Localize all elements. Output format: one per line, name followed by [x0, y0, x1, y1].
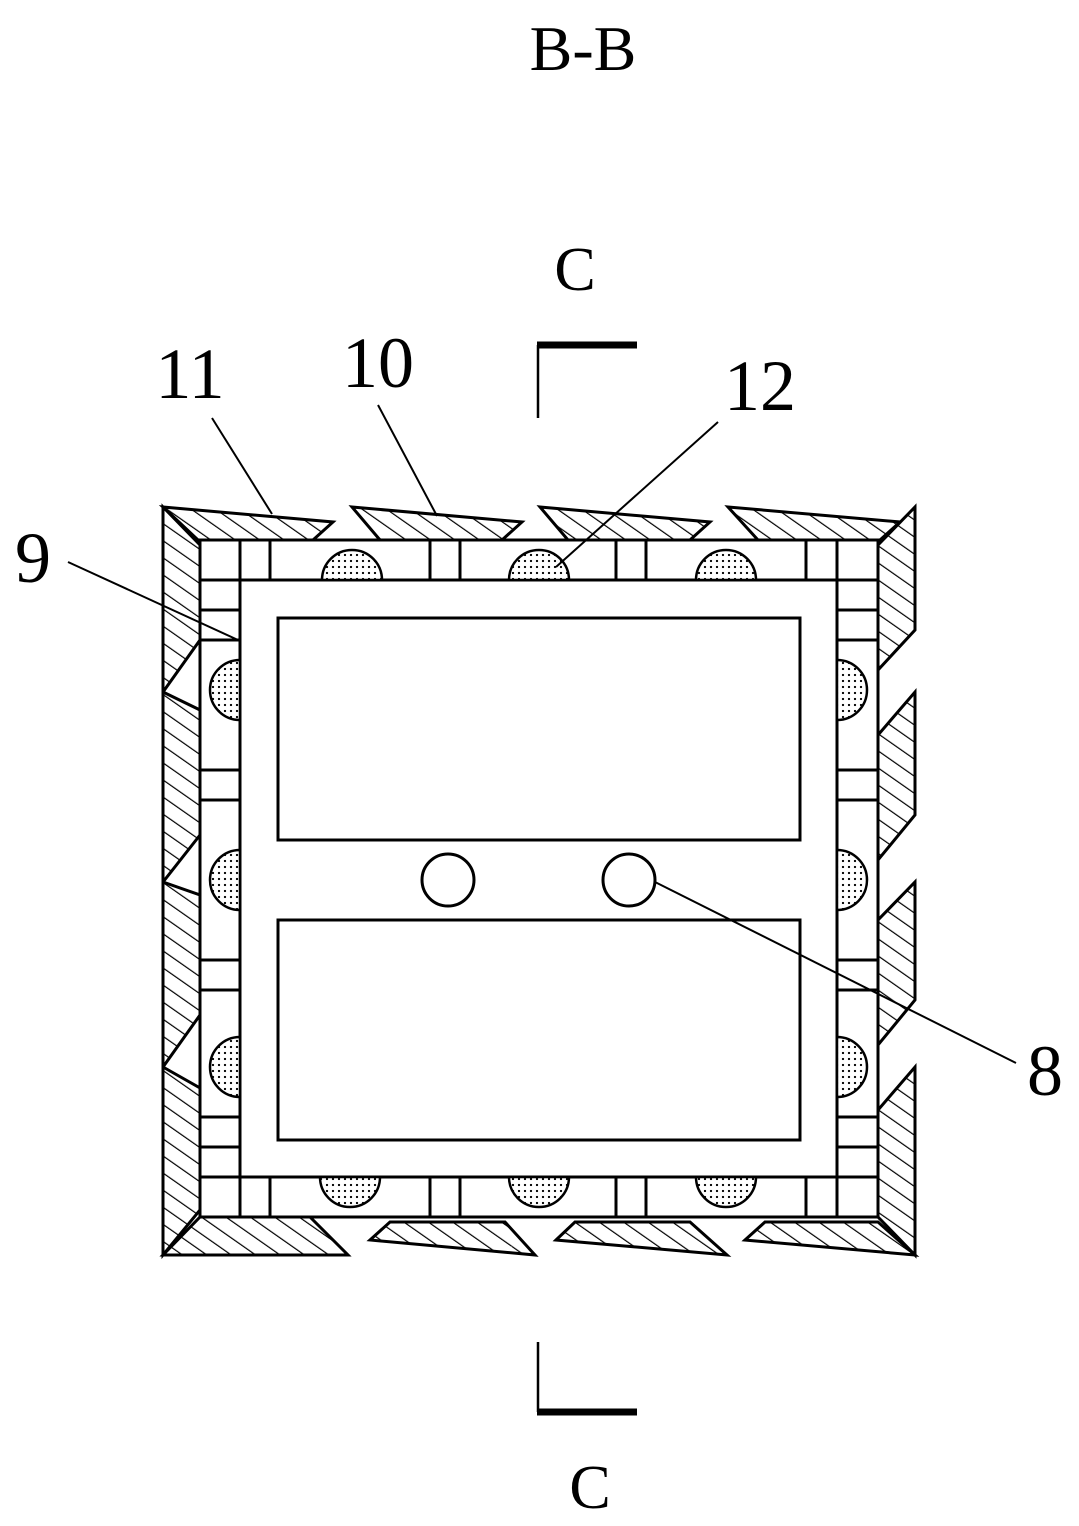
dampers-top — [320, 548, 758, 582]
section-label-top: C — [554, 236, 595, 304]
upper-chamber — [276, 616, 802, 842]
view-title: B-B — [530, 13, 637, 84]
leader-lines — [67, 404, 1017, 1064]
lower-chamber — [276, 918, 802, 1142]
dampers-right — [835, 658, 869, 1099]
pipe-hole-right — [601, 852, 657, 908]
callout-8: 8 — [1027, 1031, 1063, 1111]
section-marker-bottom — [536, 1342, 637, 1416]
scraper-plates-right — [876, 503, 917, 1259]
pipe-hole-left — [420, 852, 476, 908]
scraper-plates-left — [161, 503, 202, 1260]
section-label-bottom: C — [569, 1454, 610, 1522]
dampers-bottom — [318, 1175, 758, 1209]
callout-9: 9 — [15, 518, 51, 598]
callout-12: 12 — [724, 346, 796, 426]
scraper-plates-top — [158, 505, 904, 542]
callout-10: 10 — [342, 323, 414, 403]
section-marker-top — [536, 341, 637, 418]
scraper-plates-bottom — [159, 1215, 920, 1257]
dampers-left — [208, 658, 242, 1099]
strut-ladder-right — [837, 540, 880, 1217]
callout-11: 11 — [155, 334, 224, 414]
